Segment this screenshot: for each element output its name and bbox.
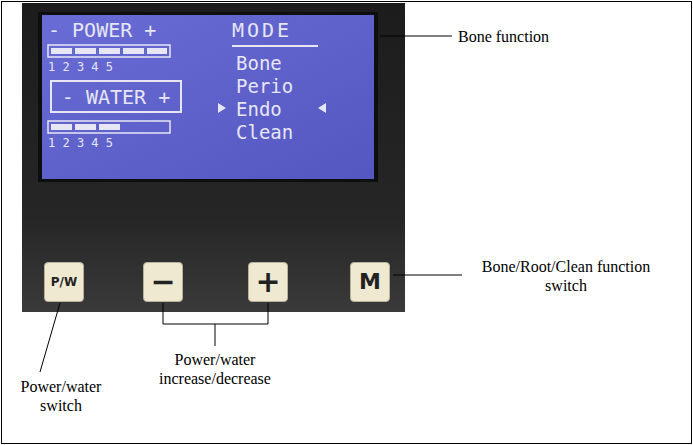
lcd-screen xyxy=(42,15,374,179)
level-scale: 1 2 3 4 5 xyxy=(48,136,178,150)
callout-label: Power/water switch xyxy=(6,377,116,415)
decrease-button-text: − xyxy=(150,267,175,297)
power-water-button: P/W xyxy=(44,262,84,302)
water-label-box: - WATER + xyxy=(50,80,182,113)
level-scale: 1 2 3 4 5 xyxy=(48,60,178,74)
power-bar xyxy=(48,45,170,57)
selector-arrow xyxy=(218,103,226,113)
bracket xyxy=(163,303,268,324)
control-panel xyxy=(22,3,405,312)
mode-button-text: M xyxy=(359,271,381,293)
leader-line xyxy=(393,275,462,276)
increase-button-text: + xyxy=(255,267,280,297)
mode-option: Endo xyxy=(236,98,316,121)
mode-option: Perio xyxy=(236,75,326,98)
water-label-box-text: - WATER + xyxy=(62,87,170,107)
leader-line xyxy=(380,36,452,37)
mode-underline xyxy=(232,45,318,47)
callout-label: Power/water increase/decrease xyxy=(140,350,290,388)
mode-option: Bone xyxy=(236,52,326,75)
selector-arrow xyxy=(318,103,326,113)
leader-line xyxy=(40,303,60,372)
power-water-button-text: P/W xyxy=(51,276,77,288)
mode-heading: MODE xyxy=(232,18,332,42)
callout-label: Bone/Root/Clean function switch xyxy=(466,257,666,295)
lcd-bezel xyxy=(38,12,378,182)
increase-button: + xyxy=(248,262,288,302)
mode-button: M xyxy=(350,262,390,302)
mode-option: Clean xyxy=(236,121,326,144)
water-bar xyxy=(48,121,170,133)
decrease-button: − xyxy=(143,262,183,302)
callout-label: Bone function xyxy=(458,27,658,46)
leader-line xyxy=(215,324,216,346)
power-label: - POWER + xyxy=(48,18,188,42)
